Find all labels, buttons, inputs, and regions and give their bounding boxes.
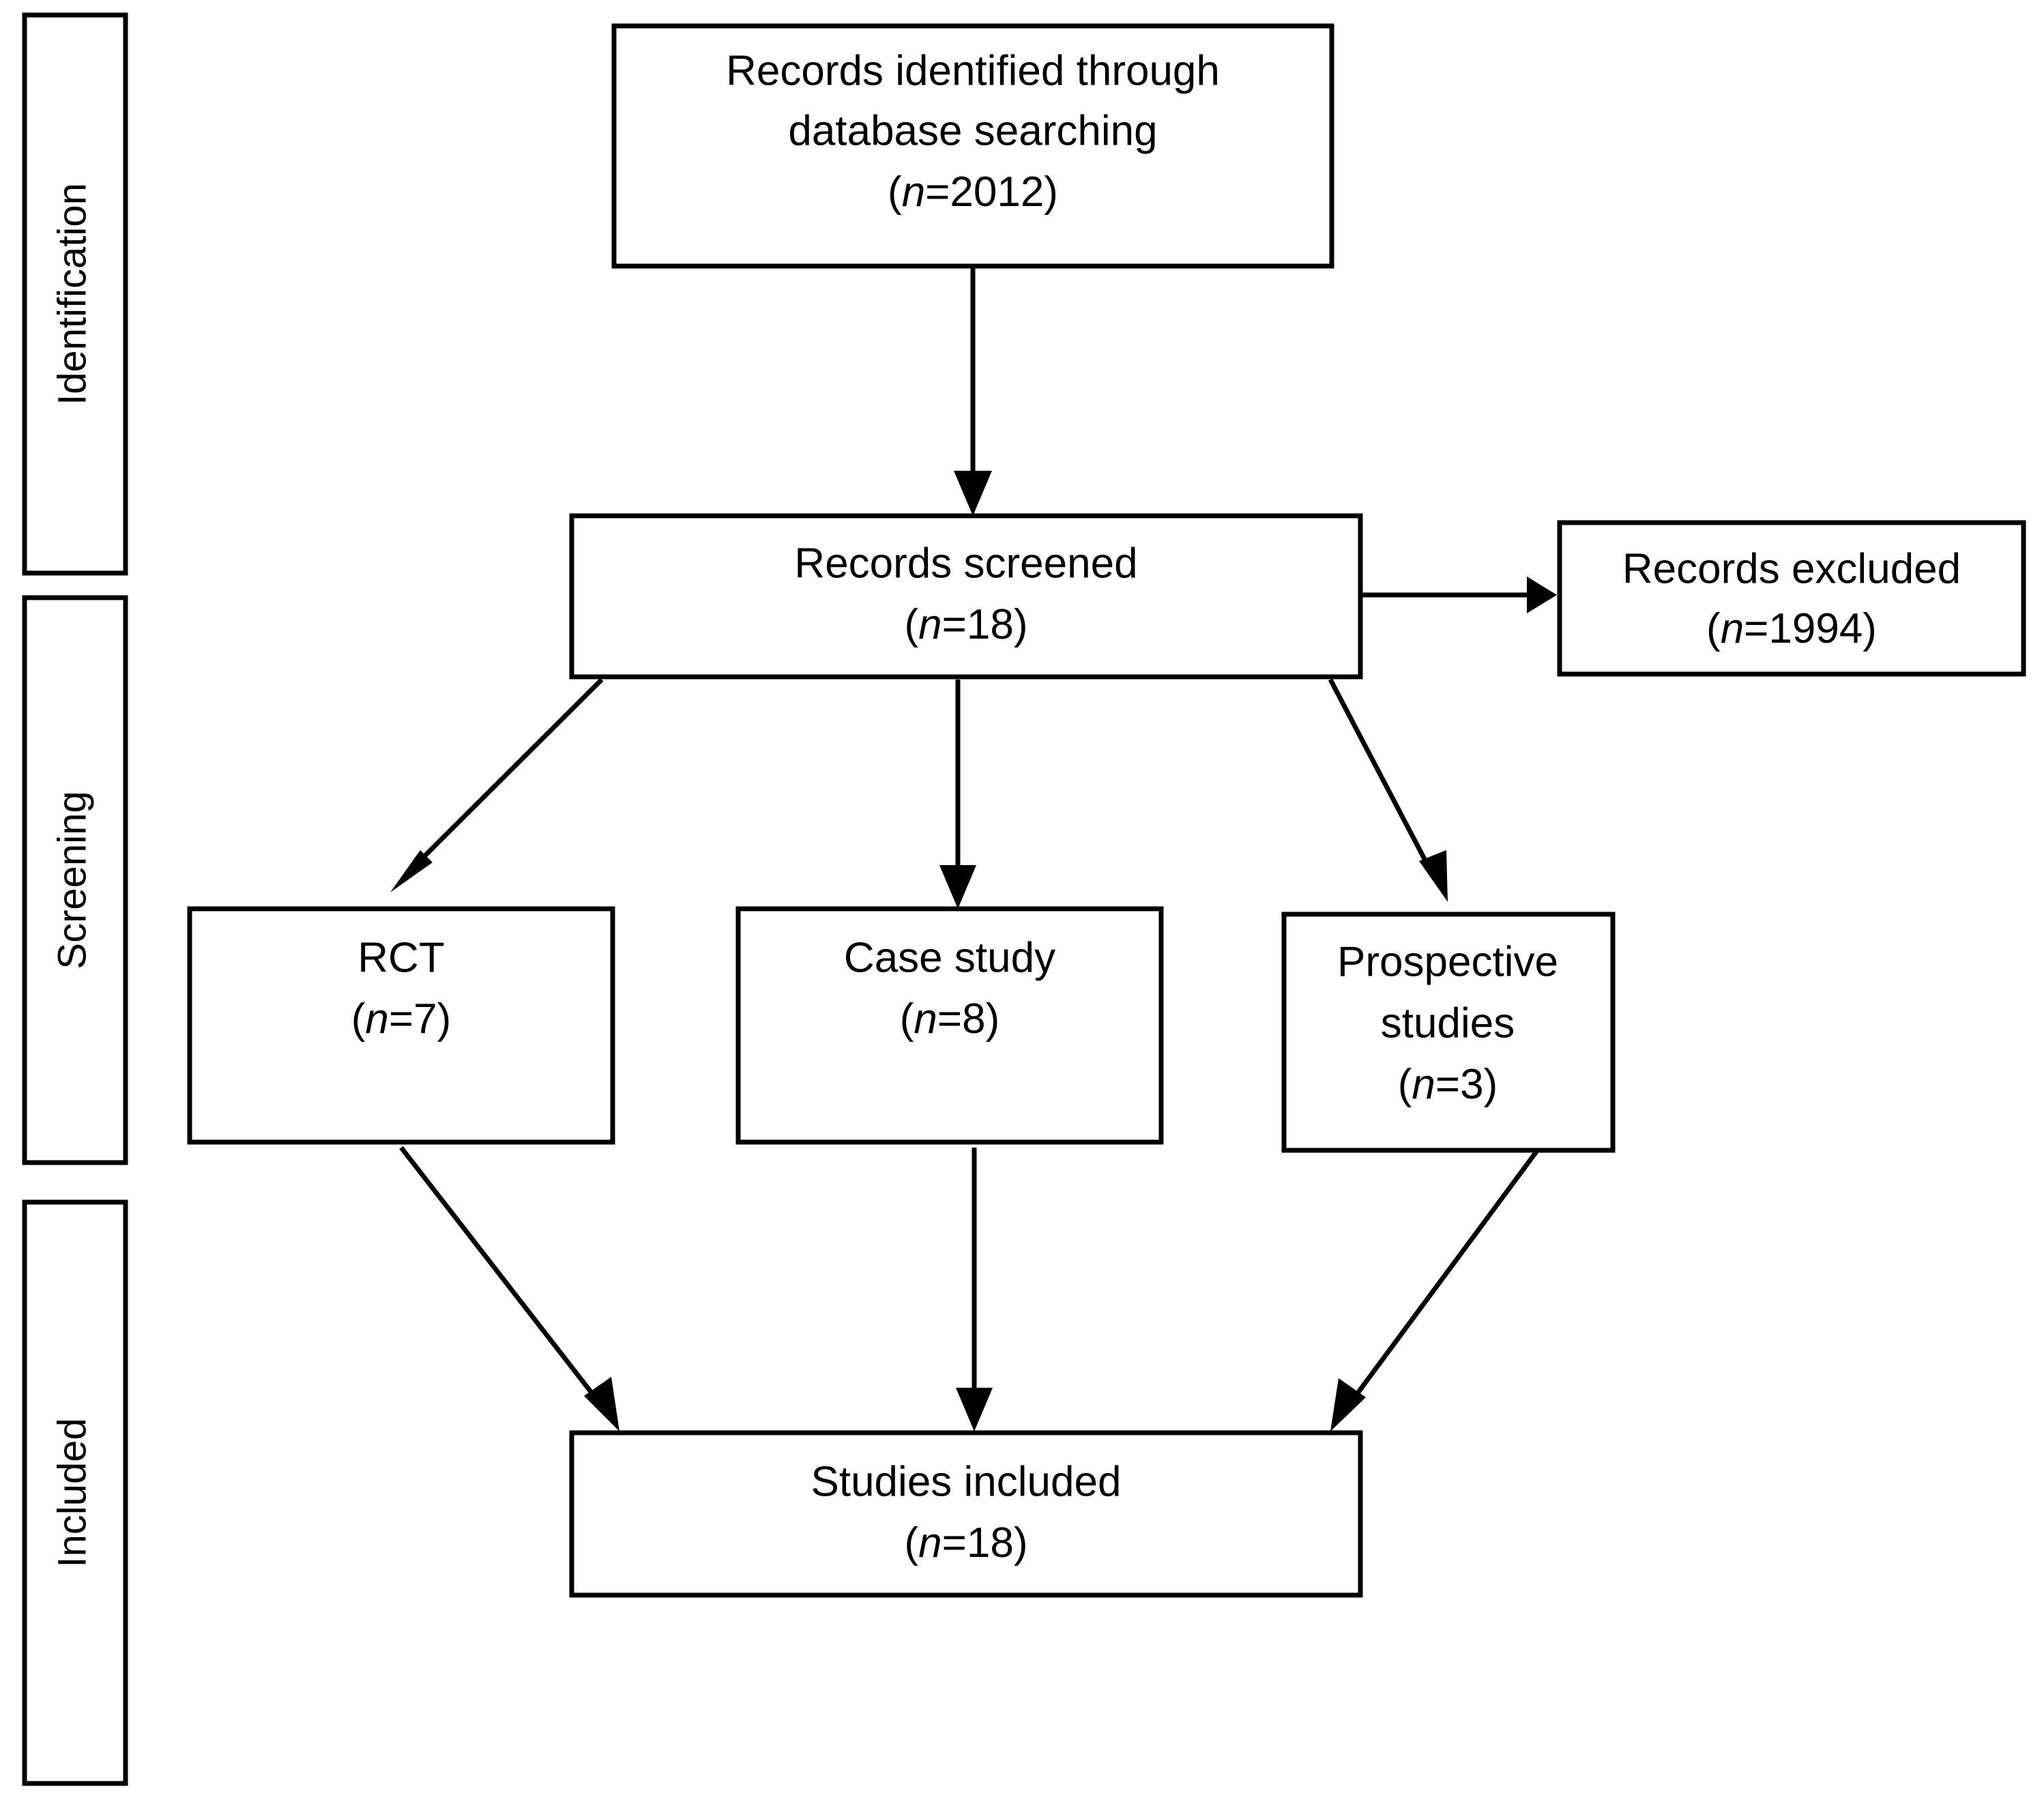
n-symbol: n <box>365 995 388 1043</box>
count-value: =3) <box>1435 1061 1498 1108</box>
stage-box-identification <box>22 12 128 576</box>
n-symbol: n <box>918 601 941 648</box>
arrow-head-right <box>1527 577 1557 613</box>
box-records-excluded-count: (n=1994) <box>1706 605 1877 652</box>
n-symbol: n <box>1412 1061 1435 1108</box>
box-studies-included[interactable]: Studies included (n=18) <box>569 1430 1363 1598</box>
box-prospective-studies-line1: Prospective <box>1337 938 1558 985</box>
arrow-head-down-left <box>390 850 433 892</box>
connectors <box>390 267 1557 1431</box>
paren-open: ( <box>1706 605 1721 652</box>
box-case-study-rect[interactable] <box>735 906 1164 1145</box>
arrow-head-down-right <box>1419 850 1448 902</box>
box-studies-included-line1: Studies included <box>811 1458 1122 1505</box>
connector-screened-to-rct <box>390 677 604 892</box>
arrow-head-down-left <box>1330 1378 1366 1431</box>
paren-open: ( <box>905 601 919 648</box>
stage-label-included-text: Included <box>50 1418 94 1567</box>
box-prospective-studies-count: (n=3) <box>1398 1061 1498 1108</box>
connector-prospective-to-included <box>1330 1150 1538 1431</box>
n-symbol: n <box>914 995 937 1043</box>
connector-line <box>399 1146 602 1406</box>
stage-label-screening-text: Screening <box>50 791 94 969</box>
arrow-head-down <box>954 471 992 516</box>
connector-line <box>408 677 604 873</box>
box-rct[interactable]: RCT (n=7) <box>187 906 615 1145</box>
stage-label-screening: Screening <box>22 595 128 1165</box>
connector-line <box>1328 678 1435 876</box>
connector-screened-to-case-study <box>939 680 976 909</box>
count-value: =7) <box>389 995 451 1043</box>
arrow-head-down <box>939 865 976 909</box>
paren-open: ( <box>351 995 366 1043</box>
box-rct-line1: RCT <box>357 934 444 981</box>
box-rct-count: (n=7) <box>351 995 451 1043</box>
box-studies-included-rect[interactable] <box>569 1430 1363 1598</box>
connector-case-study-to-included <box>956 1148 993 1431</box>
box-records-identified-count: (n=2012) <box>888 169 1058 216</box>
paren-open: ( <box>888 169 902 216</box>
box-studies-included-count: (n=18) <box>905 1519 1028 1566</box>
box-records-excluded-line1: Records excluded <box>1622 545 1961 592</box>
paren-open: ( <box>1398 1061 1412 1108</box>
box-prospective-studies[interactable]: Prospective studies (n=3) <box>1281 912 1616 1153</box>
arrow-head-down-right <box>584 1377 619 1431</box>
box-case-study-line1: Case study <box>844 934 1055 981</box>
paren-open: ( <box>905 1519 919 1566</box>
stage-label-identification: Identification <box>22 12 128 576</box>
connector-line <box>1347 1150 1538 1406</box>
count-value: =2012) <box>925 169 1058 216</box>
box-records-screened-rect[interactable] <box>569 513 1363 680</box>
count-value: =8) <box>937 995 999 1043</box>
box-case-study-count: (n=8) <box>900 995 999 1043</box>
stage-rail: Identification Screening Included <box>22 12 128 1786</box>
box-records-screened[interactable]: Records screened (n=18) <box>569 513 1363 680</box>
box-records-identified-rect[interactable] <box>611 23 1334 269</box>
paren-open: ( <box>900 995 914 1043</box>
count-value: =18) <box>942 1519 1028 1566</box>
box-prospective-studies-line2: studies <box>1381 1000 1515 1047</box>
connector-identified-to-screened <box>954 267 992 516</box>
n-symbol: n <box>1721 605 1744 652</box>
box-prospective-studies-rect[interactable] <box>1281 912 1616 1153</box>
connector-rct-to-included <box>399 1146 619 1431</box>
n-symbol: n <box>902 169 925 216</box>
box-records-excluded-rect[interactable] <box>1557 520 2026 677</box>
box-records-screened-line1: Records screened <box>794 540 1137 587</box>
count-value: =18) <box>942 601 1028 648</box>
stage-box-included <box>22 1199 128 1786</box>
box-records-excluded[interactable]: Records excluded (n=1994) <box>1557 520 2026 677</box>
box-records-identified-line2: database searching <box>788 107 1157 154</box>
box-rct-rect[interactable] <box>187 906 615 1145</box>
stage-label-identification-text: Identification <box>50 183 94 405</box>
box-records-identified-line1: Records identified through <box>726 47 1220 94</box>
box-records-identified[interactable]: Records identified through database sear… <box>611 23 1334 269</box>
box-case-study[interactable]: Case study (n=8) <box>735 906 1164 1145</box>
n-symbol: n <box>918 1519 941 1566</box>
arrow-head-down <box>956 1388 993 1431</box>
stage-label-included: Included <box>22 1199 128 1786</box>
stage-box-screening <box>22 595 128 1165</box>
connector-screened-to-excluded <box>1362 577 1557 613</box>
connector-screened-to-prospective <box>1328 678 1448 902</box>
count-value: =1994) <box>1744 605 1877 652</box>
box-records-screened-count: (n=18) <box>905 601 1028 648</box>
